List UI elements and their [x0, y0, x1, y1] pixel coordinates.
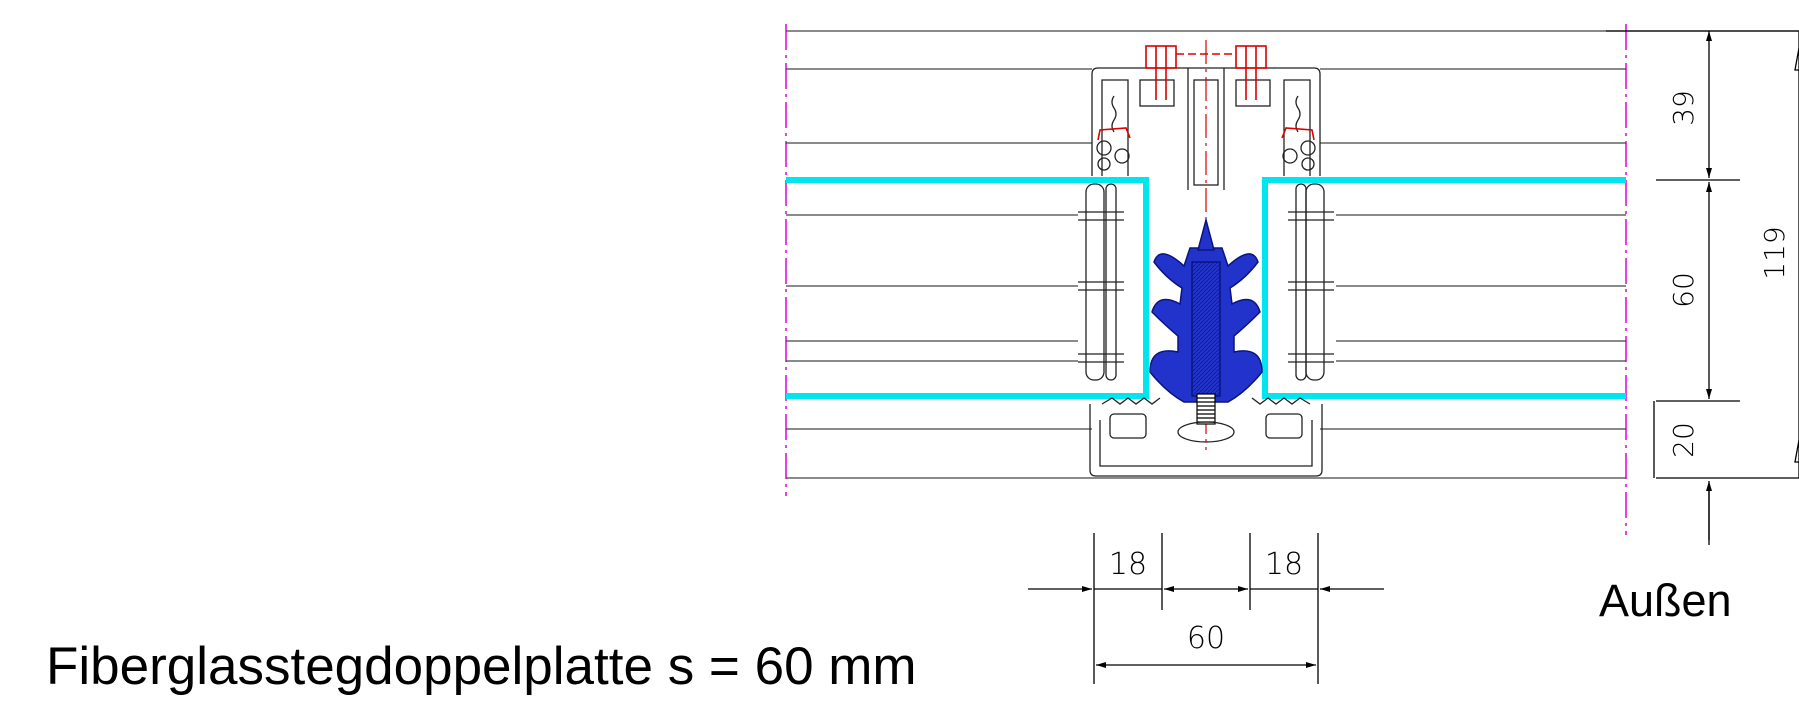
gasket-blue	[1149, 217, 1263, 403]
threaded-insert	[1196, 393, 1216, 425]
boundary-centerlines	[785, 24, 1627, 535]
dimension-lines-vertical	[1606, 30, 1799, 545]
dim-total-vertical: 119	[1758, 226, 1791, 279]
base-profile	[1089, 397, 1323, 477]
drawing-title: Fiberglasstegdoppelplatte s = 60 mm	[46, 637, 917, 696]
dim-right-width: 18	[1265, 547, 1303, 582]
panel-layer-lines	[786, 30, 1799, 479]
bolt-heads-red	[1097, 45, 1315, 141]
dim-total-width: 60	[1187, 621, 1225, 656]
dimension-lines-horizontal	[1028, 533, 1384, 684]
panel-outline-cyan	[786, 177, 1626, 399]
dim-top: 39	[1667, 90, 1700, 126]
outside-label: Außen	[1599, 575, 1732, 626]
dim-middle: 60	[1667, 272, 1700, 308]
dim-left-width: 18	[1109, 547, 1147, 582]
panel-edge-ribs	[1078, 183, 1334, 381]
dim-bottom: 20	[1667, 422, 1700, 458]
